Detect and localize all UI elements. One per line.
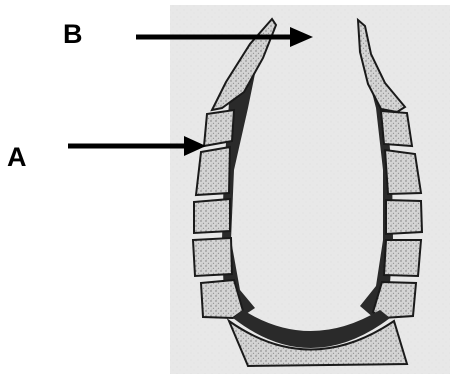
arrow-a: [68, 136, 206, 156]
left-ring-segment-2: [196, 147, 230, 195]
left-ring-segment-1: [204, 110, 234, 146]
right-ring-segment-3: [386, 200, 422, 234]
right-ring-segment-2: [385, 150, 421, 194]
label-b: B: [63, 21, 83, 48]
left-ring-segment-4: [193, 238, 232, 276]
right-ring-segment-4: [384, 240, 421, 276]
left-ring-segment-3: [194, 199, 230, 233]
label-a: A: [7, 144, 27, 171]
right-ring-segment-1: [381, 111, 412, 146]
